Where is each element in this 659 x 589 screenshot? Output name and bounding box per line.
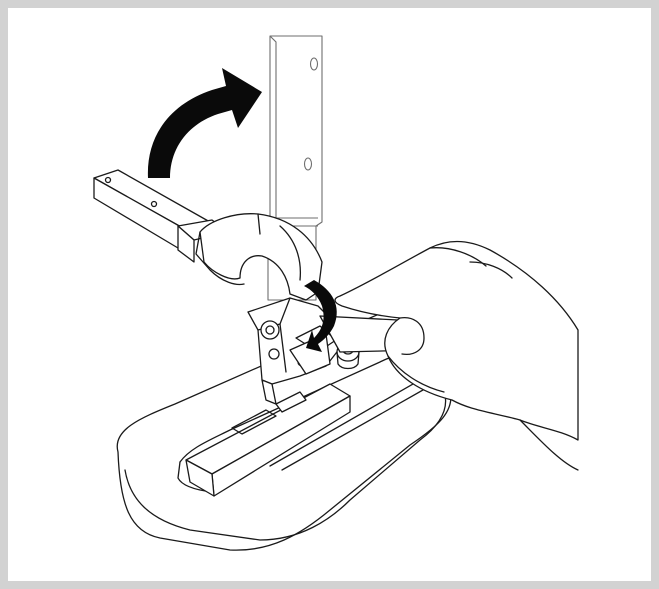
latch-rotation-arrow-icon [304, 280, 337, 352]
curved-rotation-arrow-icon [147, 68, 262, 178]
base-rail [185, 379, 431, 497]
hand-icon [334, 240, 579, 471]
hook-bracket [195, 213, 323, 301]
